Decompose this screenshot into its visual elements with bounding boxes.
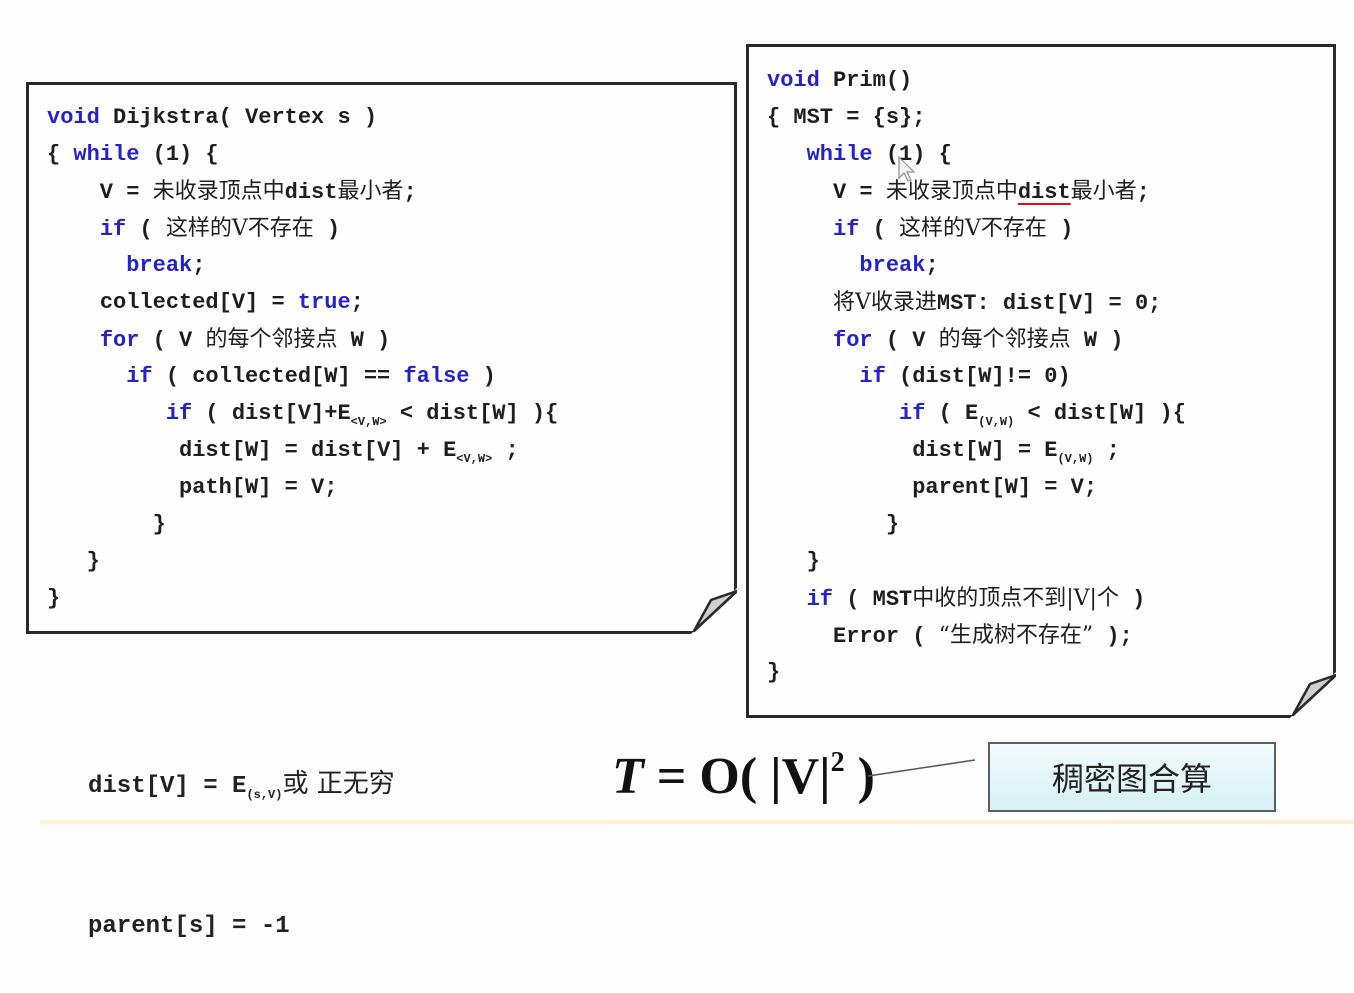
time-complexity-formula: T = O( |V|2 ): [612, 747, 875, 805]
code-line: { MST = {s};: [767, 105, 926, 130]
code-line: break;: [126, 253, 206, 278]
code-line: }: [767, 660, 781, 685]
code-line: while (1) {: [806, 142, 952, 167]
code-line: { while (1) {: [47, 142, 219, 167]
code-line: Error ( “生成树不存在” );: [833, 623, 1133, 649]
page-curl-icon: [1290, 672, 1336, 718]
page-curl-icon: [691, 588, 737, 634]
initialization-notes: dist[V] = E(s,V)或 正无穷 parent[s] = -1: [88, 674, 395, 993]
callout-label: 稠密图合算: [1051, 760, 1212, 798]
dijkstra-code-card: void Dijkstra( Vertex s ) { while (1) { V…: [26, 82, 737, 634]
dense-graph-callout: 稠密图合算: [988, 742, 1276, 812]
init-dist-line: dist[V] = E(s,V)或 正无穷: [88, 769, 395, 802]
prim-code: void Prim() { MST = {s}; while (1) { V = …: [767, 62, 1186, 691]
code-line: if ( 这样的V不存在 ): [833, 216, 1074, 242]
code-line: dist[W] = dist[V] + E<V,W> ;: [179, 438, 519, 466]
code-line: void Dijkstra( Vertex s ): [47, 105, 378, 130]
code-line: if ( dist[V]+E<V,W> < dist[W] ){: [165, 401, 559, 429]
code-line: V = 未收录顶点中dist最小者;: [47, 179, 417, 205]
code-line: }: [885, 512, 900, 537]
code-line: dist[W] = E(V,W) ;: [912, 438, 1120, 466]
code-line: }: [86, 549, 100, 574]
code-line: }: [47, 586, 61, 611]
code-line: }: [806, 549, 820, 574]
code-line: if ( 这样的V不存在 ): [99, 216, 341, 242]
code-line: path[W] = V;: [179, 475, 338, 500]
code-line: for ( V 的每个邻接点 W ): [99, 327, 391, 353]
prim-code-card: void Prim() { MST = {s}; while (1) { V = …: [746, 44, 1336, 718]
code-line: 将V收录进MST: dist[V] = 0;: [833, 290, 1162, 316]
code-line: void Prim(): [767, 68, 913, 93]
code-line: break;: [859, 253, 939, 278]
code-line: if ( E(V,W) < dist[W] ){: [899, 401, 1186, 429]
slide-bottom-strip: [40, 820, 1354, 824]
code-line: if ( collected[W] == false ): [126, 364, 496, 389]
init-parent-line: parent[s] = -1: [88, 913, 290, 940]
code-line: if (dist[W]!= 0): [859, 364, 1071, 389]
code-line: V = 未收录顶点中dist最小者;: [767, 179, 1150, 205]
code-line: for ( V 的每个邻接点 W ): [833, 327, 1124, 353]
mouse-cursor-icon: [898, 156, 916, 182]
code-line: parent[W] = V;: [912, 475, 1098, 500]
code-line: }: [152, 512, 166, 537]
dijkstra-code: void Dijkstra( Vertex s ) { while (1) { V…: [47, 99, 558, 617]
code-line: if ( MST中收的顶点不到|V|个 ): [806, 586, 1146, 612]
code-line: collected[V] = true;: [99, 290, 364, 315]
